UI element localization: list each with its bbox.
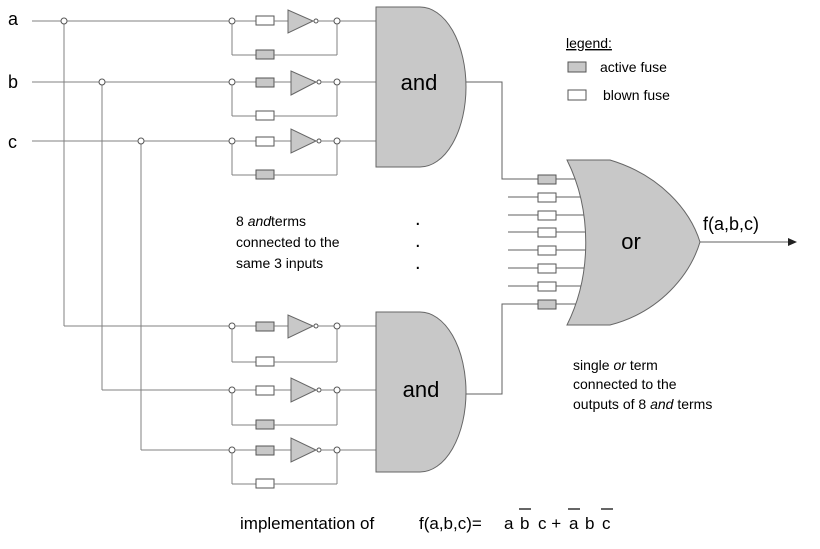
formula-lhs: f(a,b,c)=	[419, 514, 482, 533]
fuse-active	[255, 169, 275, 180]
and-gate-bottom-label: and	[403, 377, 440, 402]
input-label-b: b	[8, 72, 18, 92]
or-fuse-blown	[537, 263, 557, 274]
fuse-active	[255, 77, 275, 88]
junction-node	[60, 17, 68, 25]
or-note-line3: outputs of 8 and terms	[573, 396, 712, 412]
legend-active-label: active fuse	[600, 59, 667, 75]
or-note-line1: single or term	[573, 357, 658, 373]
or-term-note: single or term connected to the outputs …	[573, 357, 712, 412]
formula-term: c	[602, 514, 611, 533]
inverter-icon	[287, 9, 315, 34]
or-fuse-active	[537, 299, 557, 310]
and-gate-bottom	[375, 311, 467, 473]
input-label-c: c	[8, 132, 17, 152]
and-note-line2: connected to the	[236, 234, 340, 250]
fuse-active	[255, 321, 275, 332]
formula-prefix: implementation of	[240, 514, 374, 533]
inverter-icon	[290, 377, 318, 403]
legend-active-swatch	[567, 61, 587, 73]
legend-blown-label: blown fuse	[603, 87, 670, 103]
inverter-icon	[287, 314, 315, 339]
or-fuse-blown	[537, 227, 557, 238]
formula-term: a	[504, 514, 514, 533]
output-label: f(a,b,c)	[703, 214, 759, 234]
input-label-a: a	[8, 9, 19, 29]
or-fuse-active	[537, 174, 557, 185]
input-bus	[32, 17, 232, 451]
inverter-icon	[290, 128, 318, 154]
and-gate-top-label: and	[401, 70, 438, 95]
or-fuse-blown	[537, 192, 557, 203]
fuse-blown	[255, 136, 275, 147]
fuse-blown	[255, 356, 275, 367]
and-note-line1: 8 andterms	[236, 213, 306, 229]
and-terms-note: 8 andterms connected to the same 3 input…	[236, 213, 340, 271]
ellipsis-dot: .	[415, 208, 421, 230]
inverter-icon	[290, 70, 318, 96]
inverter-icon	[290, 437, 318, 463]
fuse-blown	[255, 110, 275, 121]
or-input-fuses	[508, 174, 590, 310]
fuse-blown	[255, 385, 275, 396]
ellipsis-dot: .	[415, 252, 421, 274]
formula: implementation of f(a,b,c)= a b c + a b …	[240, 508, 613, 533]
or-fuse-blown	[537, 245, 557, 256]
and-gate-top	[375, 6, 467, 168]
ellipsis-dot: .	[415, 230, 421, 252]
or-gate	[566, 159, 701, 326]
arrow-icon	[788, 238, 797, 246]
bottom-and-cells	[228, 314, 376, 489]
or-note-line2: connected to the	[573, 376, 677, 392]
top-and-cells	[228, 9, 376, 180]
fuse-active	[255, 419, 275, 430]
formula-term: b	[520, 514, 529, 533]
or-gate-label: or	[621, 229, 641, 254]
formula-term: c +	[538, 514, 561, 533]
legend: legend: active fuse blown fuse	[566, 35, 670, 103]
junction-node	[137, 137, 145, 145]
legend-title: legend:	[566, 35, 612, 51]
and-note-line3: same 3 inputs	[236, 255, 323, 271]
junction-node	[98, 78, 106, 86]
legend-blown-swatch	[567, 89, 587, 101]
or-fuse-blown	[537, 210, 557, 221]
fuse-blown	[255, 478, 275, 489]
or-fuse-blown	[537, 281, 557, 292]
formula-term: a	[569, 514, 579, 533]
fuse-active	[255, 49, 275, 60]
fuse-active	[255, 445, 275, 456]
fuse-blown	[255, 15, 275, 26]
formula-term: b	[585, 514, 594, 533]
